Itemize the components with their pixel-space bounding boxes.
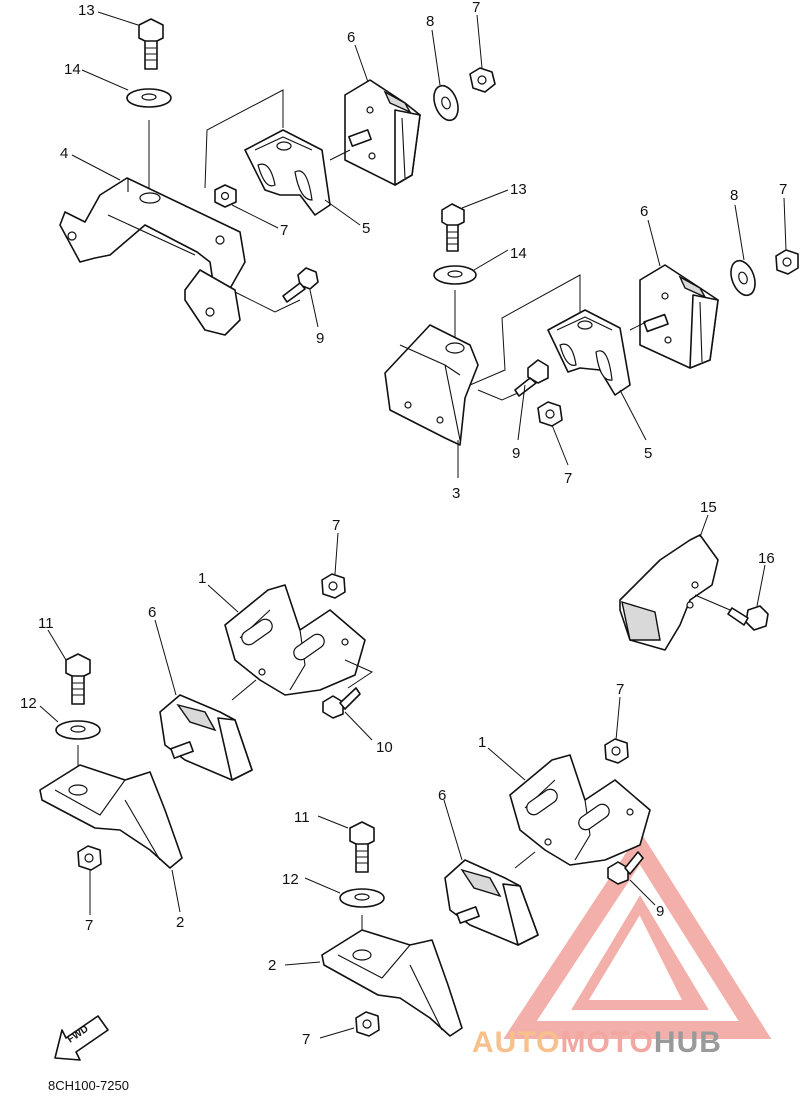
watermark-logo [503,831,772,1039]
rubber-mount-6-top-left [344,79,421,186]
nut-7-top-left-center [214,184,237,208]
callout-2: 2 [268,957,276,974]
nut-7-bracket-2-left [77,845,102,871]
callout-6: 6 [640,203,648,220]
bolt-9-right [514,359,549,397]
callout-6: 6 [438,787,446,804]
mount-5-right [547,309,631,396]
callout-1: 1 [198,570,206,587]
callout-3: 3 [452,485,460,502]
rubber-mount-6-bottom-right [444,859,539,946]
callout-16: 16 [758,550,775,567]
callout-1: 1 [478,734,486,751]
callout-7: 7 [85,917,93,934]
callout-5: 5 [644,445,652,462]
bolt-11-right [349,821,375,873]
callout-7: 7 [332,517,340,534]
callout-6: 6 [148,604,156,621]
bracket-3 [384,324,479,446]
callout-6: 6 [347,29,355,46]
washer-14-right [433,265,477,285]
bracket-4 [59,177,246,336]
callout-7: 7 [616,681,624,698]
washer-8-right [730,259,756,297]
callout-8: 8 [426,13,434,30]
callout-12: 12 [282,871,299,888]
washer-12-left [55,720,101,740]
callout-labels: 13 14 4 6 8 7 7 5 9 13 14 6 8 7 9 7 5 3 … [20,0,787,1048]
bolt-13-right [441,203,465,252]
mount-1-left [224,584,366,696]
callout-10: 10 [376,739,393,756]
fwd-arrow-icon: FWD [54,1015,109,1061]
nut-7-right-lower [537,401,563,427]
watermark-hub: HUB [654,1026,722,1059]
bolt-9-bottom-right [607,851,644,885]
callout-15: 15 [700,499,717,516]
callout-leaders [39,11,787,1039]
callout-9: 9 [316,330,324,347]
callout-13: 13 [78,2,95,19]
callout-14: 14 [510,245,527,262]
rubber-mount-6-right [639,264,719,369]
diagram-code: 8CH100-7250 [48,1078,129,1093]
nut-7-mount-1-right [604,738,629,764]
bracket-15 [619,534,719,651]
callout-9: 9 [512,445,520,462]
nut-7-bracket-2-right [355,1011,380,1037]
callout-7: 7 [472,0,480,16]
washer-8-top-left [433,84,459,122]
watermark-triangle-bar [635,902,695,1008]
mount-1-bottom-right [509,754,651,866]
callout-7: 7 [564,470,572,487]
callout-2: 2 [176,914,184,931]
bolt-13-top-left [138,18,164,70]
callout-7: 7 [302,1031,310,1048]
callout-7: 7 [779,181,787,198]
callout-11: 11 [294,809,310,826]
washer-14-top-left [126,88,172,108]
bolt-16 [727,605,769,631]
mount-5-top-left [244,129,331,216]
watermark-triangle-outer [503,831,772,1039]
callout-12: 12 [20,695,37,712]
watermark-text: AUTOMOTOHUB [472,1026,722,1059]
callout-14: 14 [64,61,81,78]
callout-4: 4 [60,145,68,162]
nut-7-mount-1-left [321,573,346,599]
watermark-moto: MOTO [560,1026,653,1059]
rubber-mount-6-left [159,694,253,781]
callout-5: 5 [362,220,370,237]
nut-7-top-left-far [469,67,496,93]
bolt-11-left [65,653,91,705]
washer-12-right [339,888,385,908]
callout-9: 9 [656,903,664,920]
bracket-2-left [39,764,183,869]
bracket-2-right [321,929,463,1037]
callout-11: 11 [38,615,54,632]
nut-7-right-far [775,249,799,275]
bolt-9-top-left [282,267,319,303]
callout-7: 7 [280,222,288,239]
callout-8: 8 [730,187,738,204]
bolt-10 [322,687,361,719]
watermark-auto: AUTO [472,1026,560,1059]
callout-13: 13 [510,181,527,198]
